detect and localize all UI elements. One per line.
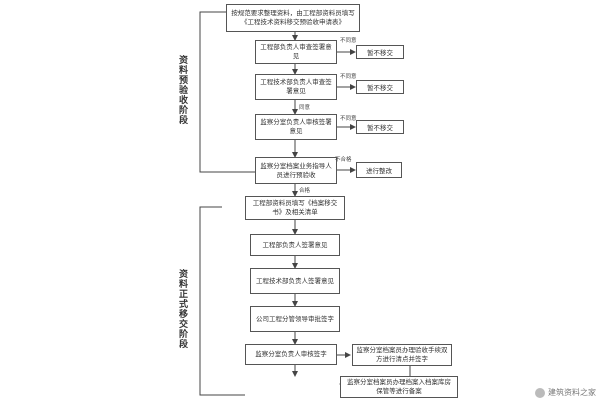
side-box-not-handover-2: 暂不移交 bbox=[356, 80, 404, 94]
side-box-not-handover-1: 暂不移交 bbox=[356, 45, 404, 59]
edge-label-disagree-3: 不同意 bbox=[340, 116, 357, 122]
edge-label-disagree-2: 不同意 bbox=[340, 74, 357, 80]
step-engineering-head-sign: 工程部负责人签署意见 bbox=[250, 234, 340, 256]
edge-label-qualified: 合格 bbox=[299, 188, 311, 194]
watermark-logo-icon bbox=[535, 387, 545, 398]
phase-label-formal-handover: 资料正式移交阶段 bbox=[177, 269, 187, 349]
step-supervision-head-review: 监察分室负责人审核签署意见 bbox=[255, 114, 337, 140]
step-fill-handover-doc: 工程部资料员填写《档案移交书》及相关清单 bbox=[245, 196, 345, 220]
phase-label-pre-acceptance: 资料预验收阶段 bbox=[177, 55, 187, 125]
step-pre-acceptance: 监察分室档案业务指导人员进行预验收 bbox=[255, 157, 337, 184]
step-prepare-application: 按规范要求整理资料，由工程部资料员填写《工程技术资料移交预验收申请表》 bbox=[226, 4, 360, 32]
side-box-not-handover-3: 暂不移交 bbox=[356, 120, 404, 134]
watermark-text: 建筑资料之家 bbox=[548, 388, 596, 397]
side-box-rectify: 进行整改 bbox=[356, 162, 402, 178]
step-tech-head-sign: 工程技术部负责人签署意见 bbox=[250, 268, 340, 294]
step-leader-approval: 公司工程分管领导审批签字 bbox=[250, 306, 340, 332]
edge-label-disagree-1: 不同意 bbox=[340, 38, 357, 44]
side-box-acceptance-procedure: 监察分室档案员办理验收手续双方进行清点并签字 bbox=[352, 344, 452, 366]
step-supervision-head-sign: 监察分室负责人审核签字 bbox=[245, 344, 337, 365]
step-engineering-head-review: 工程部负责人审查签署意见 bbox=[255, 40, 337, 64]
edge-label-agree: 同意 bbox=[299, 105, 311, 111]
edge-label-unqualified: 不合格 bbox=[335, 157, 352, 163]
step-archive-storage: 监察分室档案员办理档案入档案库房保管等进行备案 bbox=[340, 376, 458, 398]
step-tech-head-review: 工程技术部负责人审查签署意见 bbox=[255, 74, 337, 100]
watermark: 建筑资料之家 bbox=[535, 387, 596, 398]
